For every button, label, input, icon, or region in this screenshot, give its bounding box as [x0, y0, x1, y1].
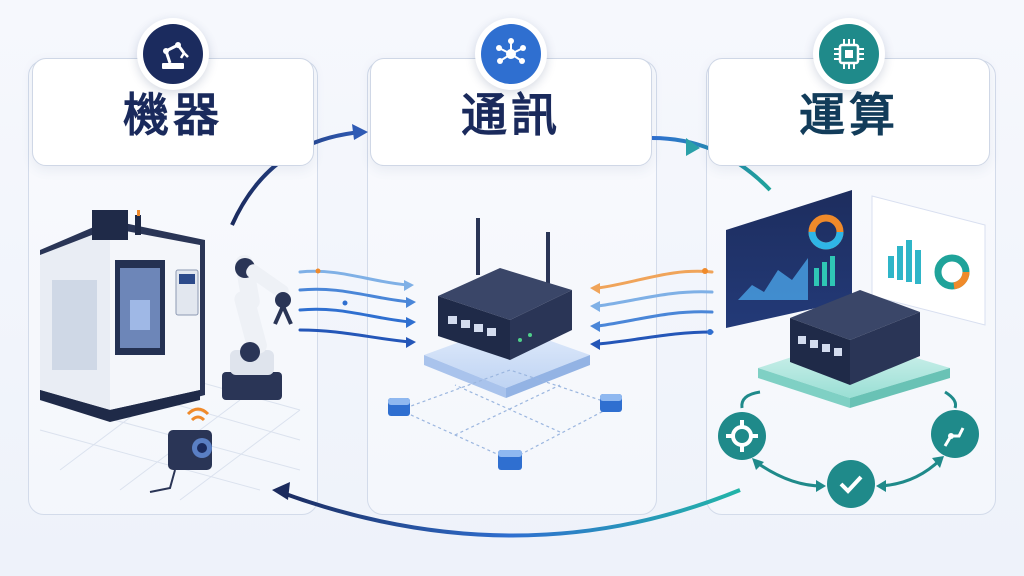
communication-badge [475, 18, 547, 90]
arrow-head-1 [352, 124, 368, 140]
network-nodes-icon [496, 38, 526, 64]
computing-badge [813, 18, 885, 90]
edge-computer [758, 290, 950, 408]
analytics-panel-secondary [871, 195, 986, 326]
machine-title: 機器 [123, 88, 223, 142]
data-flow-right [590, 268, 714, 350]
processing-cycle [718, 390, 979, 508]
cpu-chip-icon [834, 39, 864, 69]
robot-arm [222, 255, 293, 400]
flow-arc-return [279, 488, 741, 538]
analytics-dashboard [726, 190, 852, 328]
machine-badge [137, 18, 209, 90]
gateway-router [438, 218, 572, 360]
cnc-machine [40, 210, 205, 422]
robot-arm-icon [162, 42, 189, 69]
communication-title: 通訊 [461, 88, 561, 142]
computing-title: 運算 [799, 88, 899, 142]
arrow-head-return [272, 482, 290, 500]
data-flow-left [298, 268, 416, 348]
arrow-head-2 [686, 138, 700, 156]
camera-sensor [149, 407, 212, 493]
